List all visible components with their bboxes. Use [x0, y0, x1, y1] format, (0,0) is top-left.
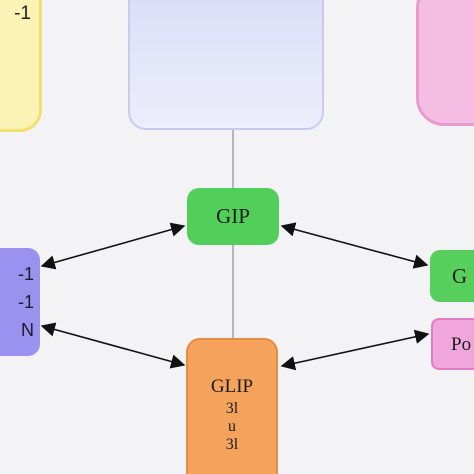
- gip-node-label: GIP: [216, 204, 250, 228]
- pink-right-node-label: Po: [451, 334, 472, 355]
- pink-node: [416, 0, 474, 126]
- purple-node-line-2: -1: [17, 292, 34, 312]
- lavender-node: [128, 0, 324, 130]
- arrow-green-to-green-right: [280, 222, 429, 269]
- arrow-orange-to-pink-right: [280, 329, 430, 371]
- yellow-node-label: -1: [14, 3, 31, 24]
- orange-node-line-4: 3l: [225, 436, 239, 453]
- purple-node: -1 -1 N: [0, 248, 40, 356]
- green-right-node-label: G: [452, 264, 468, 288]
- gip-node: GIP: [187, 188, 279, 245]
- orange-node-line-1: GLIP: [210, 376, 254, 397]
- arrow-purple-left-to-orange: [40, 322, 186, 369]
- pink-right-node: Po: [431, 318, 474, 370]
- green-right-node: G: [430, 250, 474, 302]
- yellow-node: -1: [0, 0, 42, 132]
- orange-node-line-3: u: [228, 418, 236, 435]
- orange-node: GLIP 3l u 3l: [186, 338, 278, 474]
- purple-node-line-3: N: [21, 320, 34, 340]
- orange-node-line-2: 3l: [225, 400, 239, 417]
- purple-node-line-1: -1: [17, 264, 34, 284]
- arrow-green-to-purple-left: [40, 222, 186, 270]
